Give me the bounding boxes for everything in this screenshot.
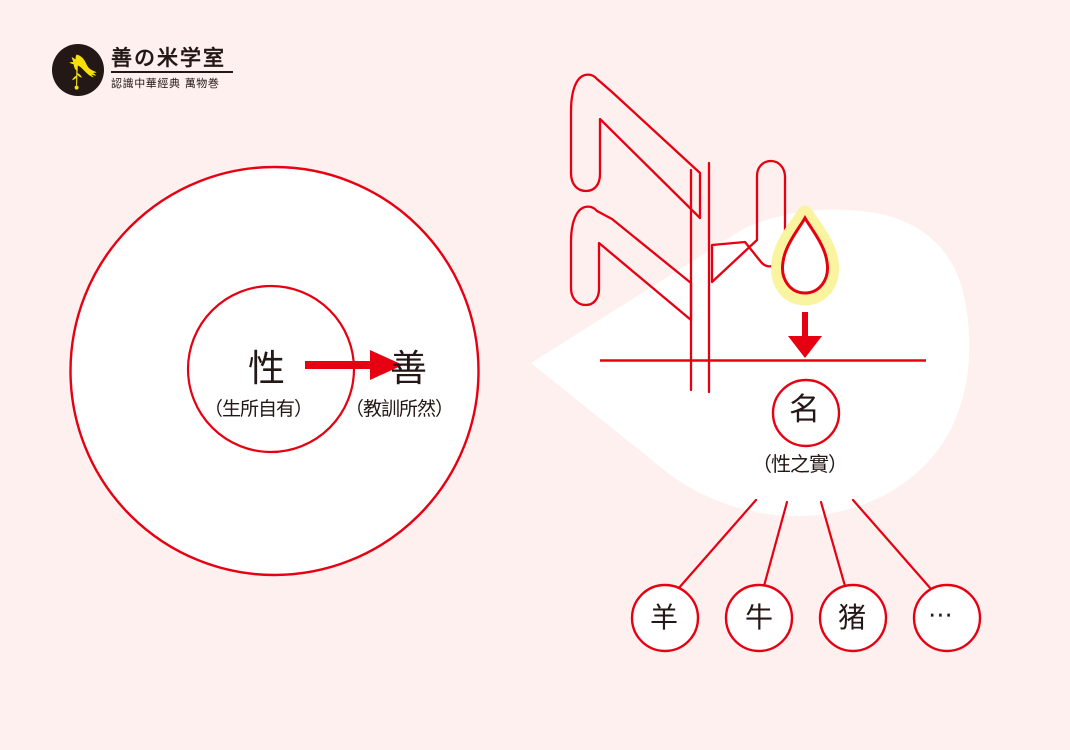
logo-subtitle: 認識中華經典 萬物巻: [111, 77, 220, 90]
node-pig-label: 猪: [838, 601, 867, 634]
white-callout-blob: [531, 209, 970, 517]
down-arrow: [788, 312, 822, 358]
site-logo[interactable]: 善の米学室 認識中華經典 萬物巻: [52, 44, 233, 96]
logo-title: 善の米学室: [111, 45, 226, 70]
inner-character-xing: 性: [248, 347, 285, 390]
center-character-note: （性之實）: [752, 452, 848, 476]
outer-character-note: （教訓所然）: [345, 398, 454, 420]
center-character-ming: 名: [789, 392, 820, 428]
node-connectors: [676, 498, 933, 591]
bird-on-branch-logo-icon: [52, 44, 104, 96]
right-arrow: [305, 350, 403, 380]
node-ox-label: 牛: [745, 601, 774, 634]
inner-character-note: （生所自有）: [204, 398, 313, 420]
droplet-icon: [771, 205, 839, 306]
logo-underline: [111, 71, 233, 73]
bottom-node-circles: [630, 583, 982, 653]
logo-text-block: 善の米学室 認識中華經典 萬物巻: [111, 46, 233, 91]
outer-character-shan: 善: [390, 347, 427, 390]
node-ellipsis-label: ⋯: [928, 600, 956, 629]
ming-circle: [771, 378, 841, 448]
node-sheep-label: 羊: [650, 601, 679, 634]
